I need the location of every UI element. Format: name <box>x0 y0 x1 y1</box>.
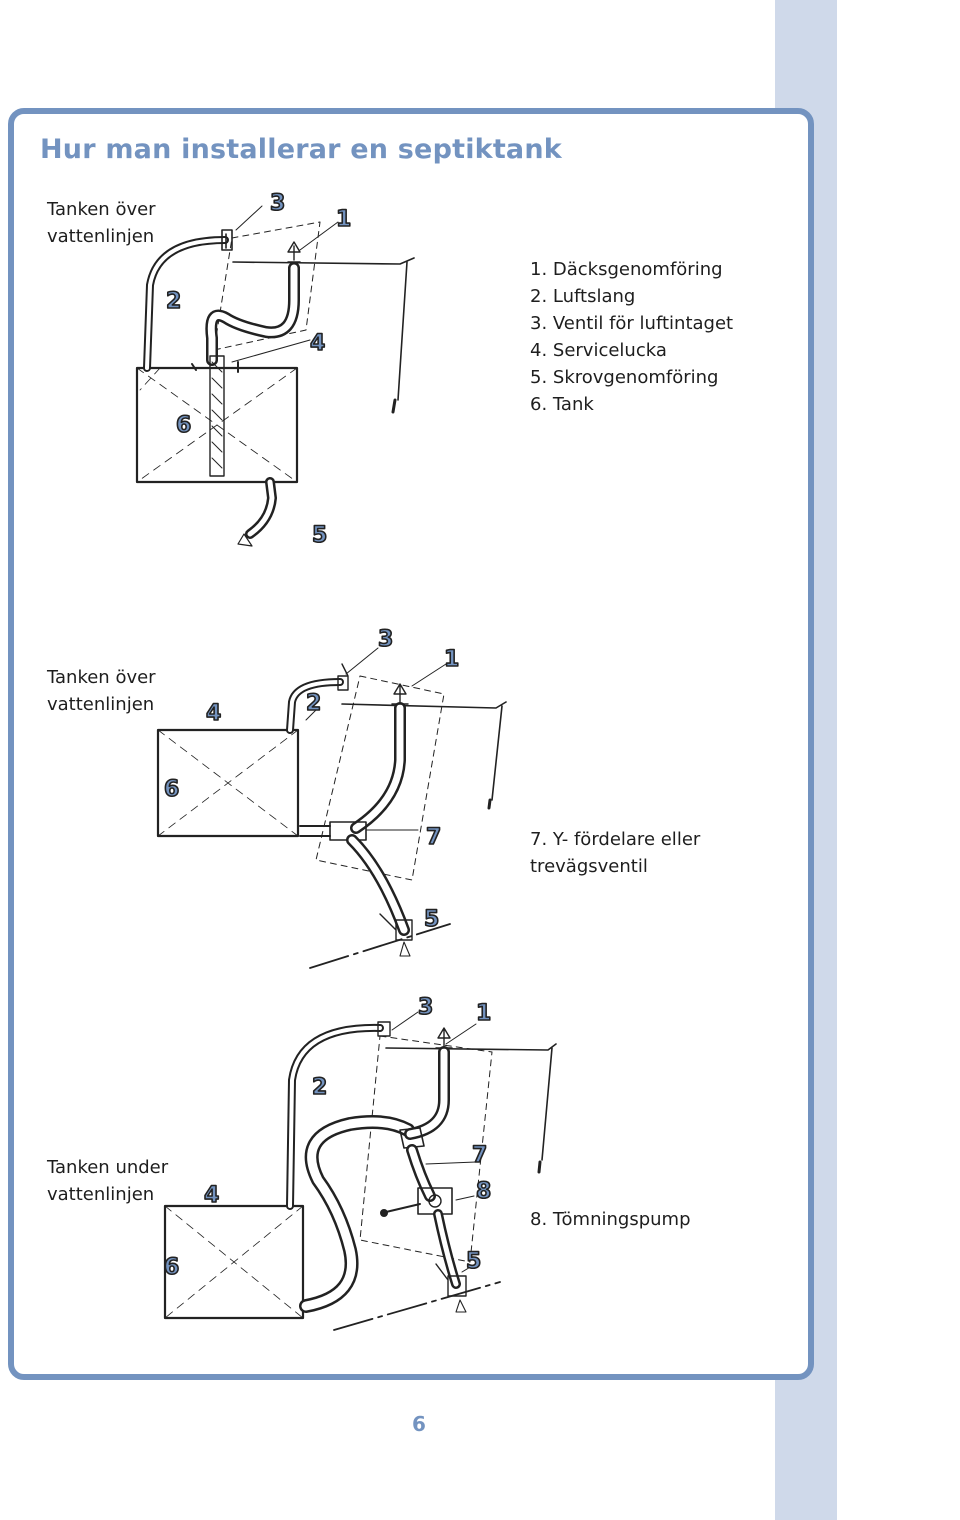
diagram2-caption: Tanken över vattenlinjen <box>47 664 156 718</box>
diagram2-caption-line1: Tanken över <box>47 667 156 688</box>
diagram1-number-1: 1 <box>336 207 351 232</box>
pump-handle <box>385 1203 421 1213</box>
diagram3-number-8: 8 <box>476 1179 491 1204</box>
diagram3-number-2: 2 <box>312 1075 327 1100</box>
diagram3-caption-line2: vattenlinjen <box>47 1184 155 1205</box>
diagram2-number-4: 4 <box>206 701 221 726</box>
diagram1-number-2: 2 <box>166 289 181 314</box>
legend-item-3: 3. Ventil för luftintaget <box>530 313 734 334</box>
legend-item-4: 4. Servicelucka <box>530 340 667 361</box>
content-frame <box>8 108 814 1380</box>
legend-item-7-line2: trevägsventil <box>530 856 648 877</box>
diagram3-number-6: 6 <box>164 1255 179 1280</box>
tank <box>156 728 300 838</box>
legend-item-7-line1: 7. Y- fördelare eller <box>530 829 701 850</box>
service-hatch <box>191 361 239 373</box>
waste-hose-s <box>299 1115 415 1313</box>
diagram2-number-1: 1 <box>444 647 459 672</box>
diagram2-number-3: 3 <box>378 627 393 652</box>
vent-valve <box>221 229 233 251</box>
diagram3-number-4: 4 <box>204 1183 219 1208</box>
diagram1-caption-line2: vattenlinjen <box>47 226 155 247</box>
diagram3-number-1: 1 <box>476 1001 491 1026</box>
diagram1-number-6: 6 <box>176 413 191 438</box>
diagram1-number-5: 5 <box>312 523 327 548</box>
y-fitting <box>399 1127 425 1149</box>
diagram2-number-6: 6 <box>164 777 179 802</box>
diagram1-illustration <box>135 205 415 547</box>
diagram1-number-3: 3 <box>270 191 285 216</box>
page-title: Hur man installerar en septiktank <box>40 134 562 165</box>
legend-item-6: 6. Tank <box>530 394 594 415</box>
deck-fitting <box>435 1027 453 1049</box>
diagram2-legend: 7. Y- fördelare eller trevägsventil <box>530 826 700 880</box>
hull-outline <box>385 1043 557 1161</box>
tank <box>163 1204 305 1320</box>
deck-fitting <box>391 683 409 705</box>
diagram2-number-5: 5 <box>424 907 439 932</box>
diagram1-caption-line1: Tanken över <box>47 199 156 220</box>
vent-valve <box>337 663 349 691</box>
vent-valve <box>377 1021 391 1037</box>
deck-fitting <box>287 241 301 263</box>
tank <box>135 366 299 484</box>
diagram1-legend: 1. Däcksgenomföring 2. Luftslang 3. Vent… <box>530 256 733 418</box>
diagram3-caption: Tanken under vattenlinjen <box>47 1154 168 1208</box>
legend-item-1: 1. Däcksgenomföring <box>530 259 723 280</box>
diagram2-caption-line2: vattenlinjen <box>47 694 155 715</box>
diagram3-caption-line1: Tanken under <box>47 1157 169 1178</box>
diagram3-legend: 8. Tömningspump <box>530 1206 691 1233</box>
diagram1-caption: Tanken över vattenlinjen <box>47 196 156 250</box>
diagram3-illustration <box>163 1011 557 1331</box>
diagram2-number-2: 2 <box>306 691 321 716</box>
diagram2-number-7: 7 <box>426 825 441 850</box>
legend-item-5: 5. Skrovgenomföring <box>530 367 719 388</box>
legend-item-2: 2. Luftslang <box>530 286 636 307</box>
diagram3-number-5: 5 <box>466 1249 481 1274</box>
diagram3-number-3: 3 <box>418 995 433 1020</box>
diagram2-illustration <box>156 647 507 969</box>
y-fitting <box>329 821 367 841</box>
diagram1-number-4: 4 <box>310 331 325 356</box>
diagram3-number-7: 7 <box>472 1143 487 1168</box>
legend-item-8: 8. Tömningspump <box>530 1209 691 1230</box>
page-number: 6 <box>412 1412 426 1436</box>
hull-outline <box>341 701 507 801</box>
